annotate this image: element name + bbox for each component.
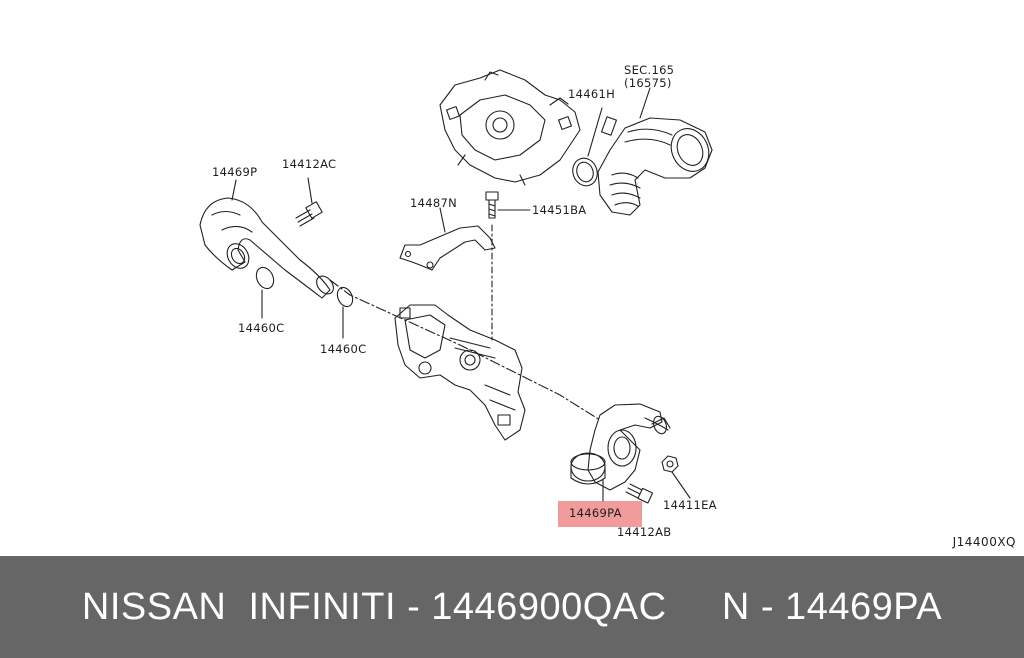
bolt-14451ba [485,191,531,219]
bolt-14412ab [625,483,654,504]
label-14412ac: 14412AC [282,157,337,171]
reference-code: J14400XQ [952,535,1016,549]
label-14412ab: 14412AB [617,525,672,539]
label-14460c-right: 14460C [320,342,367,356]
air-duct-sec165 [597,87,713,216]
gaskets-14460c [255,266,354,339]
nut-14411ea [661,455,691,499]
throttle-body-14469pa [570,403,671,503]
bracket-14487n [399,207,496,271]
part-number-caption: NISSAN INFINITI - 1446900QAC N - 14469PA [81,585,943,628]
label-sec165-sub: (16575) [624,76,672,90]
intake-housing [439,69,581,186]
label-14469pa: 14469PA [569,506,622,520]
label-14460c-left: 14460C [238,321,285,335]
label-14461h: 14461H [568,87,616,101]
tube-14469p [199,179,334,299]
label-14411ea: 14411EA [663,498,717,512]
center-line [329,279,601,421]
label-14469p: 14469P [212,165,258,179]
label-sec165: SEC.165 [624,63,675,77]
highlight-box [558,501,642,527]
clamp-14461h [572,107,603,187]
label-14451ba: 14451BA [532,203,587,217]
label-14487n: 14487N [410,196,457,210]
bolt-14412ac [295,177,323,227]
parts-diagram: SEC.165 (16575) 14461H 14469P 14412AC 14… [199,63,1016,549]
egr-valve-body [394,304,526,441]
diagram-drawing [199,69,713,504]
footer-bar: NISSAN INFINITI - 1446900QAC N - 14469PA [0,556,1024,658]
